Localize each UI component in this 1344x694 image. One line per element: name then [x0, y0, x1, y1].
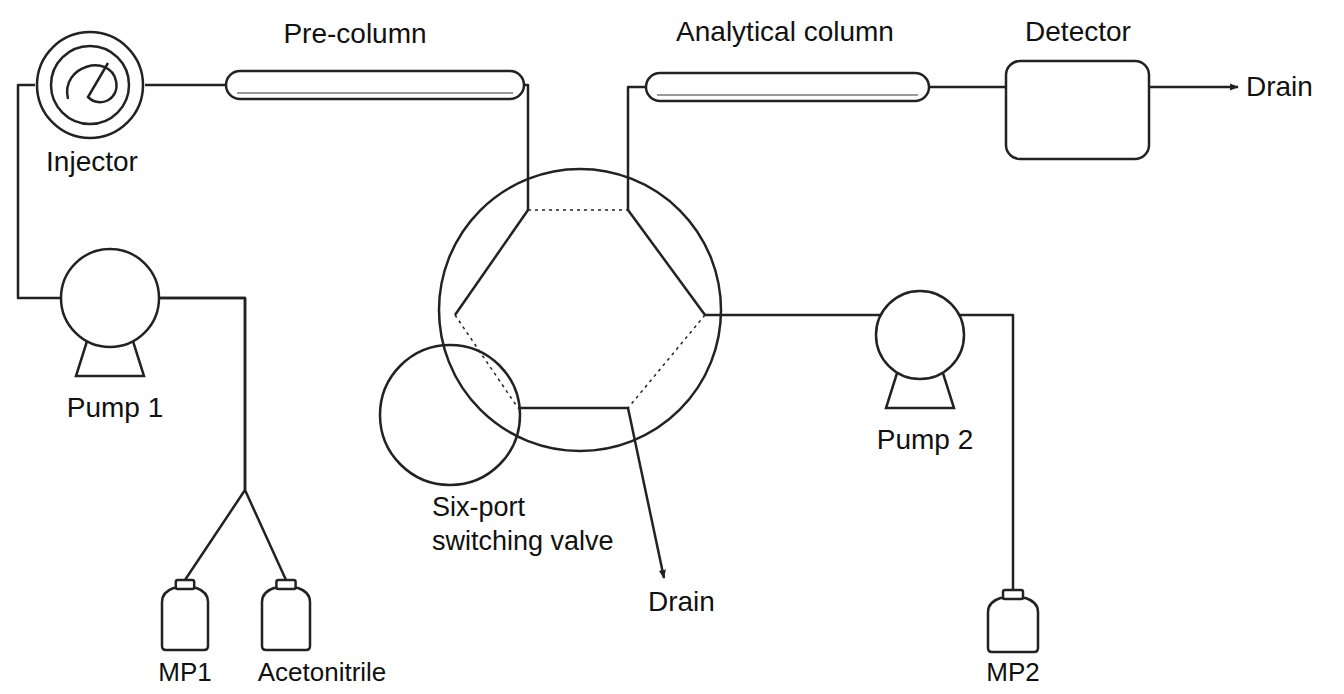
- tubing-line: [628, 87, 645, 210]
- component-label: Detector: [1025, 16, 1131, 48]
- pump-symbol: Pump 1: [60, 248, 160, 378]
- component-label: MP1: [158, 656, 211, 688]
- outlet-label: Drain: [1246, 71, 1313, 103]
- switching-valve-outline: [438, 168, 722, 452]
- detector-box: Detector: [1005, 60, 1150, 160]
- solvent-bottle: MP2: [988, 590, 1038, 652]
- outlet-label: Drain: [648, 586, 715, 618]
- pump-symbol-outline: [60, 248, 160, 378]
- solvent-bottle-outline: [262, 580, 310, 650]
- pre-column-outline: [225, 70, 525, 100]
- tubing-line: [525, 85, 528, 210]
- component-label: Six-port switching valve: [432, 490, 642, 558]
- pump-symbol: Pump 2: [875, 290, 965, 410]
- component-label: MP2: [986, 656, 1039, 688]
- injector-symbol: Injector: [35, 30, 145, 140]
- switching-valve: Six-port switching valve: [438, 168, 722, 452]
- solvent-bottle: MP1: [162, 580, 208, 650]
- component-label: Pump 2: [877, 424, 974, 456]
- tubing-line: [160, 298, 286, 580]
- drain-line: [1150, 86, 1238, 89]
- analytical-column-outline: [645, 72, 930, 102]
- tubing-line: [160, 298, 245, 580]
- component-label: Pre-column: [283, 18, 426, 50]
- solvent-bottle-outline: [162, 580, 208, 650]
- component-label: Pump 1: [67, 392, 164, 424]
- tubing-line: [705, 314, 880, 317]
- injector-symbol-outline: [35, 30, 145, 140]
- component-label: Acetonitrile: [258, 656, 387, 688]
- component-label: Analytical column: [676, 16, 894, 48]
- tubing-line: [145, 84, 225, 87]
- solvent-bottle-outline: [988, 590, 1038, 652]
- tubing-line: [930, 86, 1005, 89]
- component-label: Injector: [46, 146, 138, 178]
- solvent-bottle: Acetonitrile: [262, 580, 310, 650]
- detector-box-outline: [1005, 60, 1150, 160]
- pre-column: Pre-column: [225, 70, 525, 100]
- pump-symbol-outline: [875, 290, 965, 410]
- analytical-column: Analytical column: [645, 72, 930, 102]
